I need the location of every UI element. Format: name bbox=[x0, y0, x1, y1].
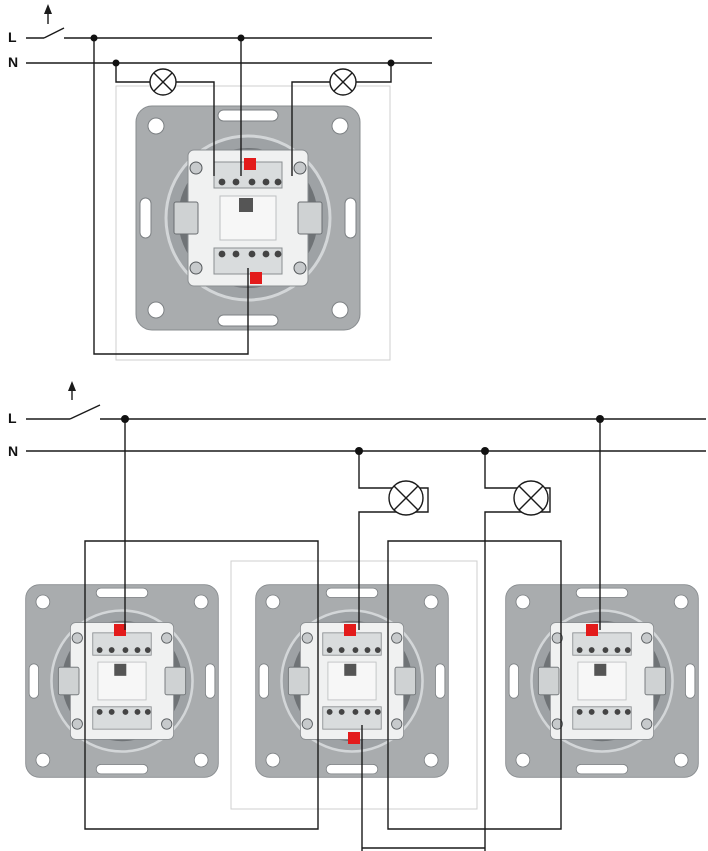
wire-neutral-lamp1-bottom bbox=[358, 451, 393, 489]
wire-traveler-bottom-left bbox=[84, 725, 319, 830]
junction-dot bbox=[237, 34, 245, 42]
live-label-top: L bbox=[8, 29, 17, 45]
bottom-diagram: L N bbox=[8, 381, 706, 851]
wire-lamp1-middle bbox=[358, 487, 429, 630]
neutral-label-bottom: N bbox=[8, 443, 18, 459]
lamp-icon bbox=[329, 68, 357, 96]
wire-live-to-common bbox=[93, 38, 249, 355]
top-diagram: L N bbox=[8, 4, 432, 361]
junction-dot bbox=[355, 447, 363, 455]
wire-lamp2-switch bbox=[291, 81, 330, 176]
open-switch-icon bbox=[69, 404, 101, 420]
red-terminal-top-a bbox=[244, 158, 256, 170]
mechanism-plate-left bbox=[24, 583, 220, 779]
red-terminal-left bbox=[114, 624, 126, 636]
neutral-label-top: N bbox=[8, 54, 18, 70]
mechanism-frame-bottom bbox=[230, 560, 478, 810]
junction-dot bbox=[481, 447, 489, 455]
mechanism-frame-top bbox=[115, 85, 391, 361]
lamp-icon bbox=[513, 480, 549, 516]
switch-arrowhead-bottom bbox=[68, 381, 76, 391]
junction-dot bbox=[596, 415, 604, 423]
junction-dot bbox=[387, 59, 395, 67]
lamp-icon bbox=[388, 480, 424, 516]
lamp-icon bbox=[149, 68, 177, 96]
junction-dot bbox=[112, 59, 120, 67]
wire-lamp2-down bbox=[484, 487, 551, 851]
red-terminal-middle-a bbox=[344, 624, 356, 636]
wire-neutral-lamp2 bbox=[356, 63, 392, 83]
open-switch-icon bbox=[43, 27, 65, 39]
wire-traveler-bottom-right bbox=[387, 725, 562, 830]
wire-neutral-lamp2-bottom bbox=[484, 451, 518, 489]
wire-lamp1-switch bbox=[176, 81, 215, 176]
junction-dot bbox=[90, 34, 98, 42]
red-terminal-top-b bbox=[250, 272, 262, 284]
switch-arrowhead-top bbox=[44, 4, 52, 14]
wire-neutral-lamp1 bbox=[115, 63, 150, 83]
mechanism-plate-right bbox=[504, 583, 700, 779]
wire-traveler-top-right bbox=[387, 540, 562, 725]
wire-traveler-top-left bbox=[84, 540, 319, 725]
red-terminal-right bbox=[586, 624, 598, 636]
red-terminal-middle-b bbox=[348, 732, 360, 744]
junction-dot bbox=[121, 415, 129, 423]
mechanism-plate-middle bbox=[254, 583, 450, 779]
live-label-bottom: L bbox=[8, 410, 17, 426]
